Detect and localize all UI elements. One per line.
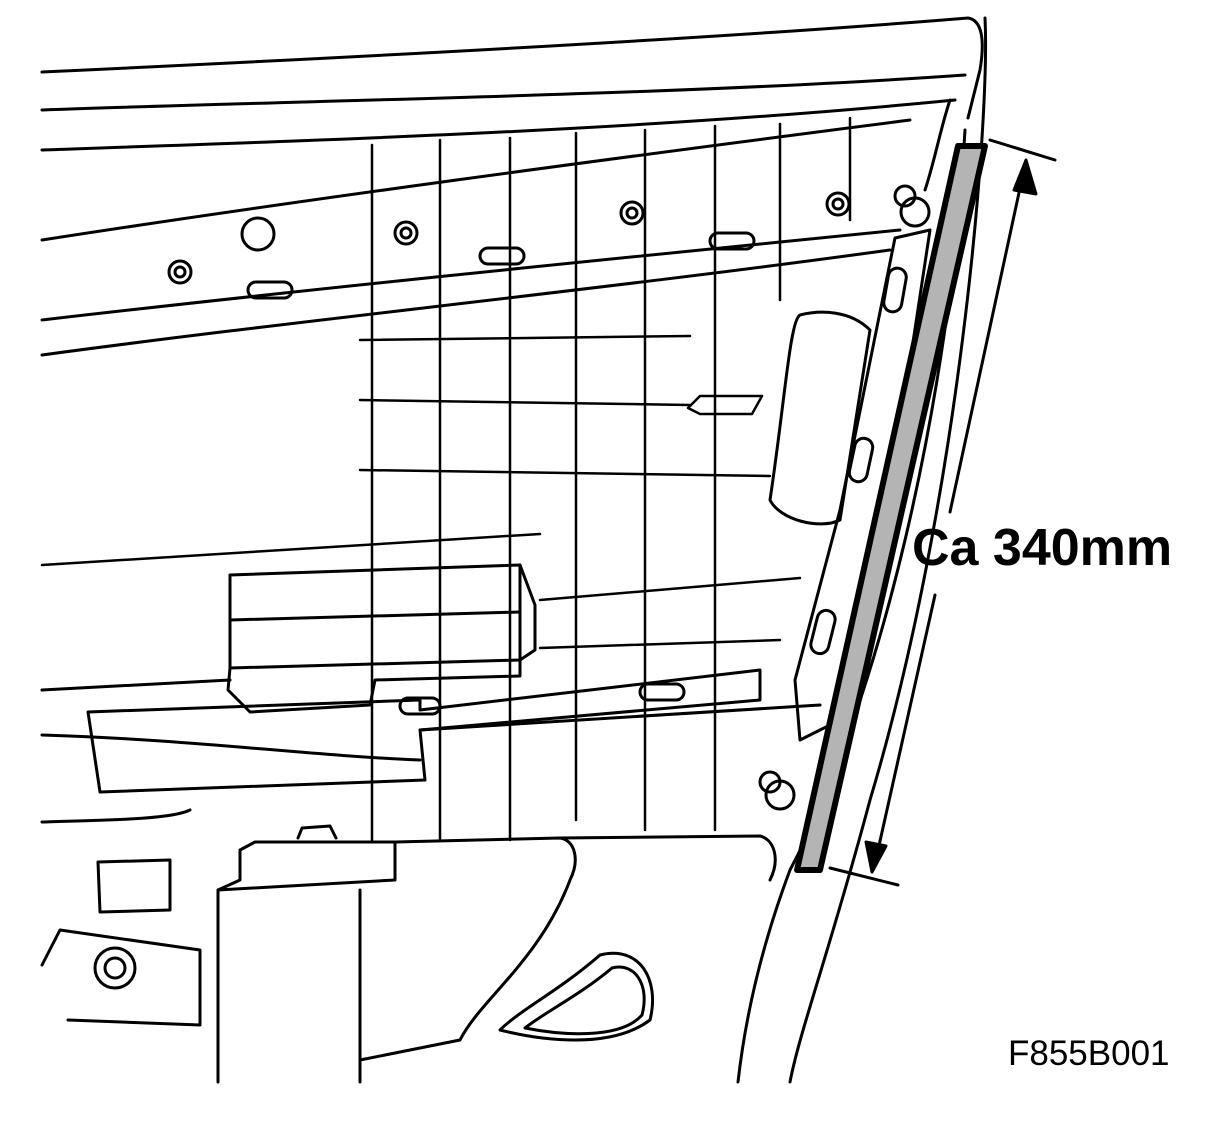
rail-hole <box>240 216 276 252</box>
lower-bolt <box>93 946 137 990</box>
lower-trim <box>40 824 777 1084</box>
door-pocket <box>768 310 872 526</box>
lower-panel <box>40 668 822 824</box>
dimension-line-upper <box>948 163 1027 514</box>
rail-slot-3 <box>708 231 756 251</box>
bracket-slot-2 <box>847 436 875 484</box>
rail-slot-1 <box>246 280 294 300</box>
dimension-indicator <box>828 138 1057 887</box>
rail-screw-1 <box>167 259 193 285</box>
door-frame-top <box>40 16 984 242</box>
window-rail <box>40 191 902 357</box>
dimension-arrow-bottom <box>864 840 888 874</box>
module-housing <box>226 563 537 714</box>
vertical-bracket <box>758 184 932 811</box>
seal-strip <box>794 143 988 873</box>
lower-slot-1 <box>398 696 442 716</box>
dimension-tick-top <box>988 138 1057 162</box>
dimension-arrow-top <box>1012 158 1038 196</box>
figure-reference: F855B001 <box>1008 1034 1170 1073</box>
bracket-pin-top <box>893 184 931 228</box>
dimension-label: Ca 340mm <box>912 519 1173 577</box>
bracket-pin-bottom <box>758 770 796 811</box>
rail-screw-3 <box>619 200 645 226</box>
rail-screw-4 <box>825 191 851 217</box>
dimension-tick-bottom <box>828 866 900 887</box>
rail-slot-2 <box>478 246 526 266</box>
bracket-slot-1 <box>882 266 908 314</box>
lower-slot-2 <box>638 682 686 702</box>
bracket-slot-3 <box>809 608 837 656</box>
dimension-line-lower <box>872 593 937 870</box>
rail-screw-2 <box>393 220 419 246</box>
door-grid <box>40 116 852 842</box>
